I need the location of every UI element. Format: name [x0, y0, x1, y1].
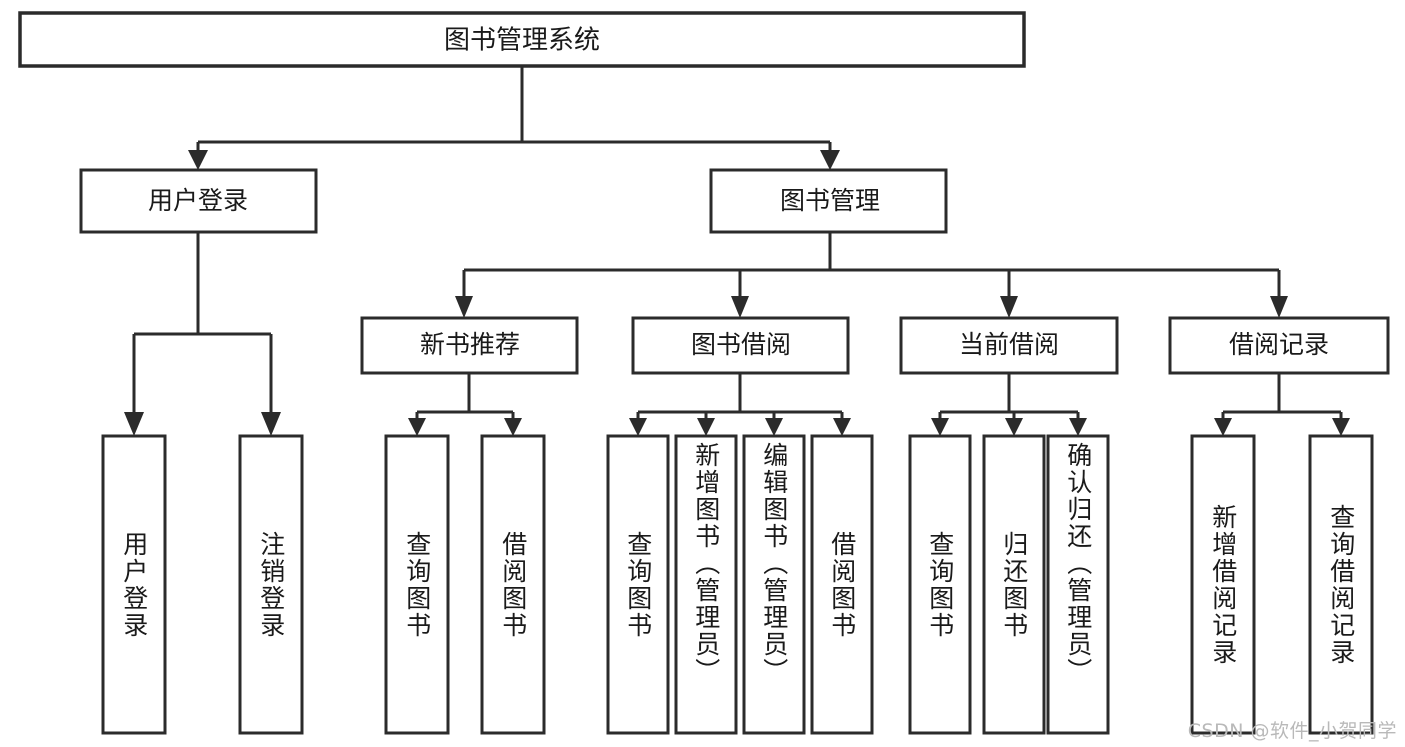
node-book-borrow[interactable]: 图书借阅: [631, 316, 850, 375]
node-new-book-recommend-label: 新书推荐: [420, 330, 520, 359]
node-book-borrow-box[interactable]: [631, 316, 850, 375]
leaf-box-query-book-2[interactable]: [606, 434, 670, 735]
node-book-borrow-label: 图书借阅: [691, 330, 791, 359]
arrow-head-leaf-logout: [261, 412, 281, 436]
arrow-head-borrow-leaf-1: [629, 418, 647, 436]
leaf-box-edit-book-admin[interactable]: [742, 434, 806, 735]
node-book-management-box[interactable]: [709, 168, 948, 234]
arrow-head-borrow-leaf-4: [833, 418, 851, 436]
node-new-book-recommend[interactable]: 新书推荐: [360, 316, 579, 375]
node-user-login[interactable]: 用户登录: [79, 168, 318, 234]
node-current-borrow-label: 当前借阅: [959, 330, 1059, 359]
leaf-box-confirm-return[interactable]: [1046, 434, 1110, 735]
connector-layer: [124, 66, 1350, 436]
arrow-head-newbook-leaf-1: [408, 418, 426, 436]
arrow-head-book-borrow: [731, 296, 749, 318]
node-user-login-label: 用户登录: [148, 186, 248, 215]
leaf-box-borrow-book-1[interactable]: [480, 434, 546, 735]
leaf-box-user-login[interactable]: [101, 434, 167, 735]
node-current-borrow-box[interactable]: [899, 316, 1119, 375]
node-new-book-recommend-box[interactable]: [360, 316, 579, 375]
arrow-head-book-mgmt: [820, 150, 840, 170]
arrow-head-current-borrow: [1000, 296, 1018, 318]
node-borrow-record-box[interactable]: [1168, 316, 1390, 375]
arrow-head-newbook-leaf-2: [504, 418, 522, 436]
arrow-head-borrow-leaf-2: [697, 418, 715, 436]
node-book-management-label: 图书管理: [780, 186, 880, 215]
node-root-label: 图书管理系统: [444, 26, 600, 56]
arrow-head-current-leaf-1: [931, 418, 949, 436]
node-user-login-box[interactable]: [79, 168, 318, 234]
csdn-watermark: CSDN @软件_小贺同学: [1187, 720, 1397, 742]
leaf-box-logout[interactable]: [238, 434, 304, 735]
leaf-box-layer: [101, 434, 1374, 735]
leaf-box-query-book-3[interactable]: [908, 434, 972, 735]
arrow-head-new-book-rec: [455, 296, 473, 318]
node-book-management[interactable]: 图书管理: [709, 168, 948, 234]
node-current-borrow[interactable]: 当前借阅: [899, 316, 1119, 375]
leaf-box-add-book-admin[interactable]: [674, 434, 738, 735]
arrow-head-record-leaf-1: [1214, 418, 1232, 436]
arrow-head-current-leaf-3: [1069, 418, 1087, 436]
leaf-box-borrow-book-2[interactable]: [810, 434, 874, 735]
arrow-head-user-login: [188, 150, 208, 170]
leaf-box-add-record[interactable]: [1190, 434, 1256, 735]
arrow-head-leaf-user-login: [124, 412, 144, 436]
node-borrow-record[interactable]: 借阅记录: [1168, 316, 1390, 375]
arrow-head-borrow-record: [1270, 296, 1288, 318]
arrow-head-current-leaf-2: [1005, 418, 1023, 436]
leaf-box-return-book[interactable]: [982, 434, 1046, 735]
arrow-head-borrow-leaf-3: [765, 418, 783, 436]
node-root-box[interactable]: [18, 11, 1026, 68]
arrow-head-record-leaf-2: [1332, 418, 1350, 436]
leaf-box-query-book-1[interactable]: [384, 434, 450, 735]
node-root[interactable]: 图书管理系统: [18, 11, 1026, 68]
leaf-box-query-record[interactable]: [1308, 434, 1374, 735]
node-borrow-record-label: 借阅记录: [1229, 330, 1329, 359]
